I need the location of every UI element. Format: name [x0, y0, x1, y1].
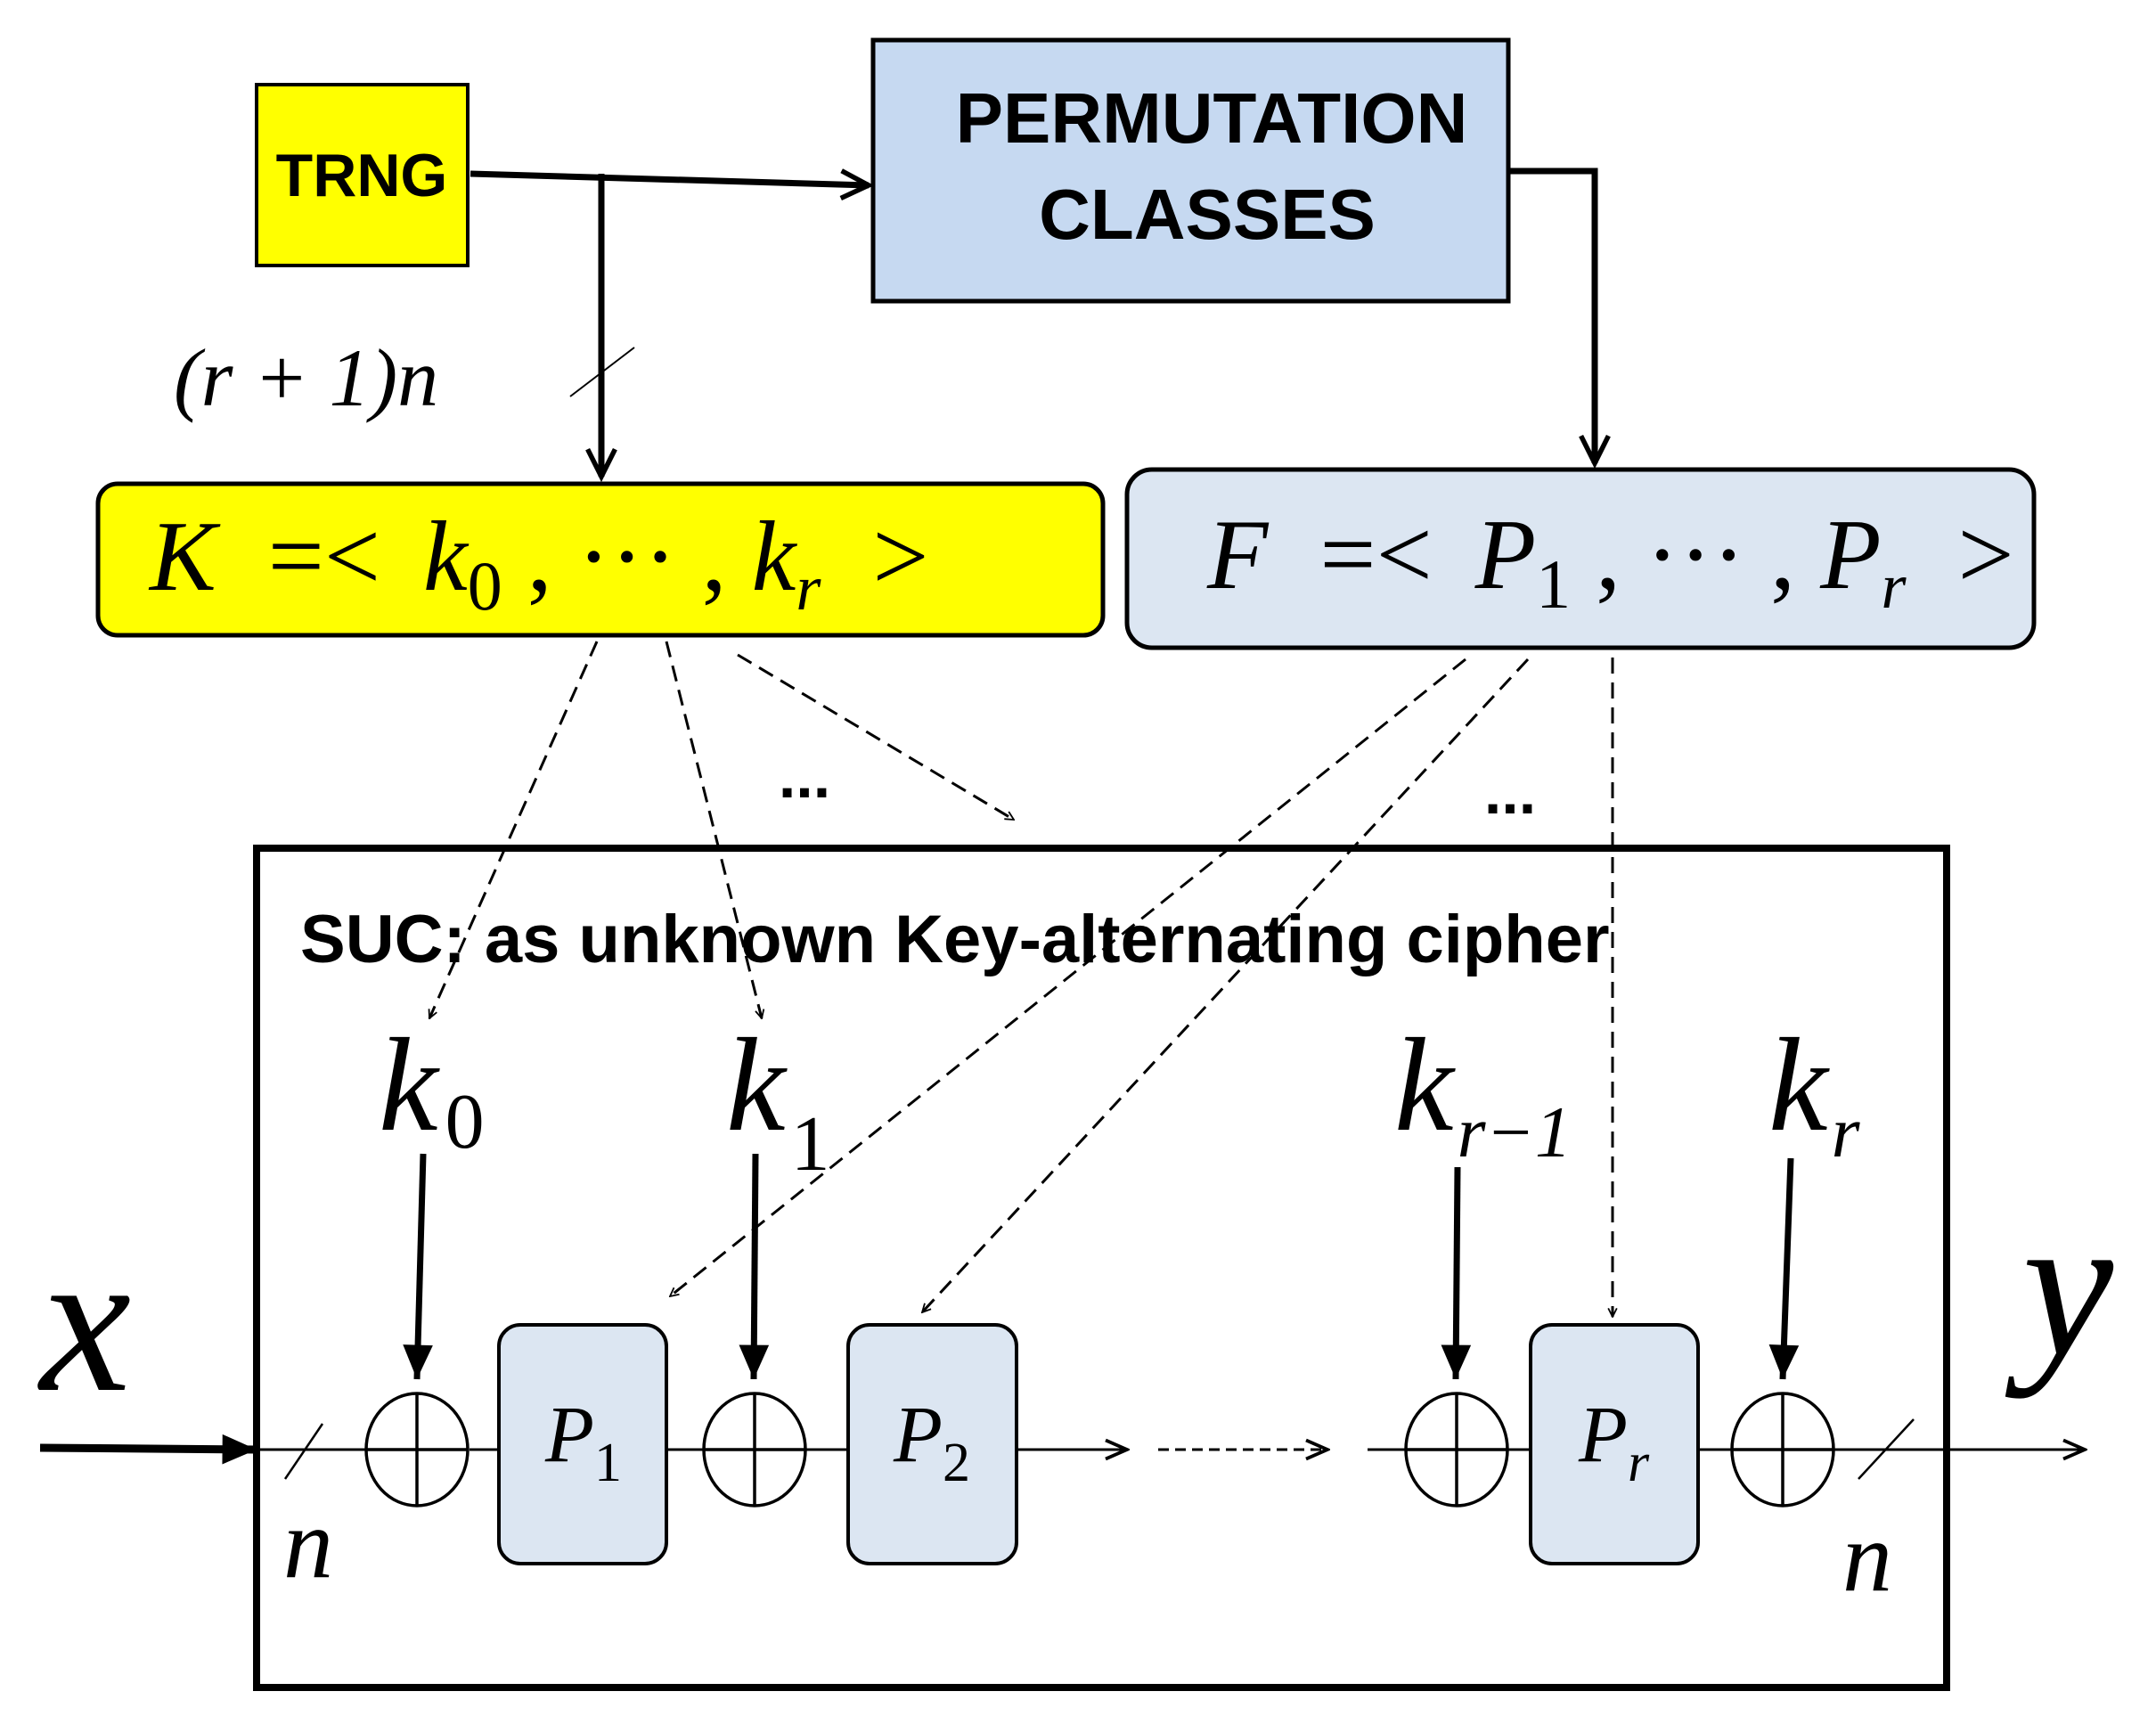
f-to-p1-dashed: [670, 658, 1466, 1296]
permutation-to-f-arrow: [1510, 167, 1611, 470]
input-arrow: [39, 1434, 257, 1465]
input-width-slash: [283, 1423, 324, 1480]
suc-title: SUC: as unknown Key-alternating cipher: [300, 902, 1610, 977]
trng-label: TRNG: [276, 142, 448, 209]
key-label-kr: kr: [1768, 1011, 1861, 1172]
output-width-slash: [1858, 1418, 1915, 1480]
input-label-x: x: [37, 1207, 131, 1434]
kr1-to-xor-arrow: [1441, 1166, 1472, 1380]
perm-label-p1: P1: [544, 1391, 622, 1493]
k1-to-xor-arrow: [739, 1153, 770, 1380]
data-path: [39, 1434, 2085, 1465]
ellipsis-right: ...: [1484, 757, 1536, 827]
permutation-set-expression: F =< P1 , ··· , Pr >: [1206, 500, 2014, 630]
perm-box-p1: [497, 1323, 668, 1565]
key-label-k1: k1: [726, 1011, 830, 1188]
key-label-kr-1: kr−1: [1394, 1011, 1572, 1172]
input-width-n: n: [283, 1489, 333, 1599]
xor-k1: [702, 1392, 807, 1507]
key-xor-arrows: [403, 1153, 1800, 1380]
bus-width-slash: [569, 347, 635, 397]
output-label-y: y: [2005, 1172, 2114, 1399]
trng-box: [255, 83, 470, 267]
permutation-classes-line1: PERMUTATION: [956, 78, 1468, 158]
key-set-expression: K =< k0 , ··· , kr >: [148, 502, 929, 632]
permutation-set-box: [1124, 467, 2037, 650]
perm-label-p2: P2: [893, 1391, 970, 1493]
suc-box: [253, 845, 1950, 1691]
perm-box-pr: [1529, 1323, 1700, 1565]
permutation-classes-box: [870, 37, 1511, 304]
xor-kr-1: [1404, 1392, 1509, 1507]
xor-kr: [1730, 1392, 1835, 1507]
perm-box-p2: [846, 1323, 1018, 1565]
k-to-k1-dashed: [665, 641, 762, 1018]
key-set-box: [95, 481, 1106, 638]
key-distribution-arrows: [429, 641, 1014, 1018]
key-label-k0: k0: [379, 1011, 485, 1165]
trng-to-permutation-arrow: [470, 168, 875, 200]
ellipsis-left: ...: [779, 741, 830, 811]
perm-label-pr: Pr: [1578, 1391, 1650, 1493]
k-to-more-dashed: [737, 653, 1014, 821]
permutation-classes-line2: CLASSES: [1039, 175, 1376, 254]
xor-k0: [364, 1392, 470, 1507]
f-to-p2-dashed: [922, 658, 1530, 1312]
k-to-k0-dashed: [429, 641, 599, 1018]
permutation-distribution-arrows: [670, 658, 1613, 1317]
key-bits-label: (r + 1)n: [174, 332, 438, 423]
k0-to-xor-arrow: [403, 1153, 433, 1380]
kr-to-xor-arrow: [1768, 1157, 1800, 1380]
output-width-n: n: [1842, 1502, 1892, 1613]
